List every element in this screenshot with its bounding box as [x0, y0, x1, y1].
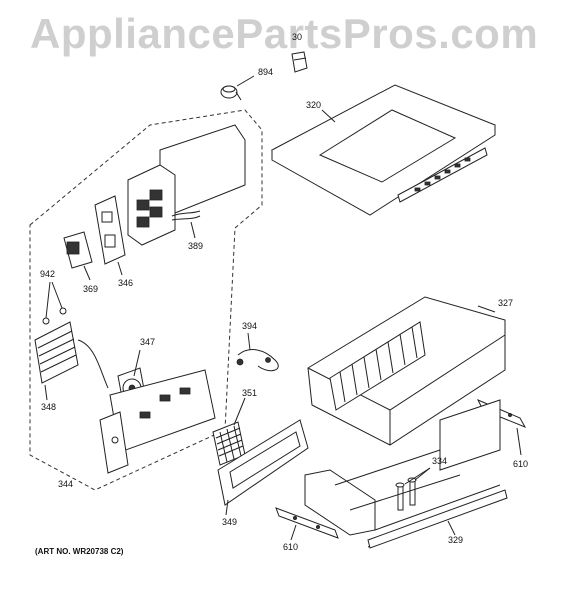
- art-number: (ART NO. WR20738 C2): [35, 547, 124, 556]
- part-320-cover: [270, 84, 497, 216]
- part-389-wire: [171, 210, 201, 239]
- callout-894: 894: [258, 67, 274, 77]
- callout-344: 344: [58, 479, 74, 489]
- callout-349: 349: [222, 517, 238, 527]
- part-348-grille: [34, 321, 109, 401]
- callout-327: 327: [498, 298, 514, 308]
- drawer-rear-vent: [329, 321, 426, 411]
- callout-348: 348: [41, 402, 57, 412]
- callout-942: 942: [40, 269, 56, 279]
- part-394-harness: [236, 332, 279, 372]
- part-327-drawer: [307, 296, 506, 446]
- callout-347: 347: [140, 337, 156, 347]
- callout-610-lower: 610: [283, 542, 299, 552]
- callout-30: 30: [292, 32, 303, 42]
- part-349-front-panel: [217, 419, 309, 516]
- assembly-344-boundary: [29, 109, 263, 491]
- callout-320: 320: [306, 100, 322, 110]
- callout-329: 329: [448, 535, 464, 545]
- watermark-text: AppliancePartsPros.com: [30, 10, 539, 57]
- air-duct-housing: [127, 124, 246, 246]
- callout-389: 389: [188, 241, 204, 251]
- callout-346: 346: [118, 278, 134, 288]
- part-610-lower-rail: [275, 507, 339, 541]
- part-329-frame: [304, 399, 508, 549]
- callout-610-right: 610: [513, 459, 529, 469]
- part-894-knob: [220, 75, 255, 101]
- callout-334: 334: [432, 456, 448, 466]
- evaporator-cover: [99, 369, 216, 474]
- part-351-grille: [212, 397, 246, 466]
- control-buttons-row: [414, 157, 471, 192]
- part-30-clip: [291, 51, 308, 73]
- part-369-motor: [63, 231, 93, 281]
- callout-369: 369: [83, 284, 99, 294]
- part-942-screws: [42, 281, 67, 325]
- callout-394: 394: [242, 321, 258, 331]
- callout-351: 351: [242, 388, 258, 398]
- part-334-pins: [395, 467, 431, 511]
- part-346-plate: [94, 195, 126, 276]
